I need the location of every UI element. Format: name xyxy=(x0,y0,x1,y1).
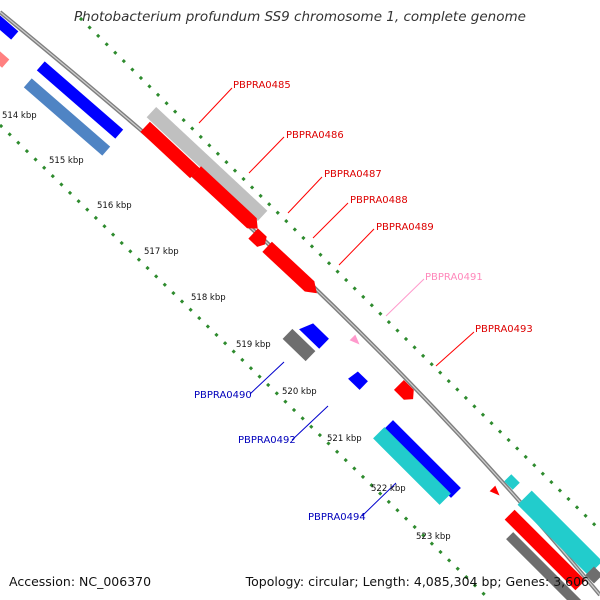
gene-feature[interactable] xyxy=(506,532,584,600)
gene-PBPRA0493[interactable] xyxy=(393,379,418,404)
tick-label: 520 kbp xyxy=(282,387,317,397)
gene-PBPRA0485[interactable] xyxy=(146,107,268,221)
callout-lines xyxy=(198,87,475,517)
gene-label-PBPRA0491[interactable]: PBPRA0491 xyxy=(425,272,483,283)
gene-label-PBPRA0489[interactable]: PBPRA0489 xyxy=(376,222,434,233)
gene-PBPRA0488[interactable] xyxy=(248,228,269,249)
tick-guides xyxy=(0,16,600,600)
tick-label: 522 kbp xyxy=(371,484,406,494)
gene-label-PBPRA0488[interactable]: PBPRA0488 xyxy=(350,195,408,206)
chromosome-backbone-highlight xyxy=(0,11,600,596)
outer-dotted-track xyxy=(78,16,600,532)
gene-feature[interactable] xyxy=(0,5,19,40)
gene-label-PBPRA0493[interactable]: PBPRA0493 xyxy=(475,324,533,335)
tick-label: 517 kbp xyxy=(144,247,179,257)
gene-feature[interactable] xyxy=(36,61,124,139)
tick-labels: 514 kbp 515 kbp 516 kbp 517 kbp 518 kbp … xyxy=(2,111,451,542)
gene-label-PBPRA0487[interactable]: PBPRA0487 xyxy=(324,169,382,180)
gene-PBPRA0489[interactable] xyxy=(262,241,321,299)
tick-label: 519 kbp xyxy=(236,340,271,350)
gene-PBPRA0491[interactable] xyxy=(349,334,363,348)
accession-text: Accession: NC_006370 xyxy=(9,574,152,589)
gene-feature[interactable] xyxy=(489,485,503,499)
gene-PBPRA0492[interactable] xyxy=(348,370,368,390)
tick-label: 515 kbp xyxy=(49,156,84,166)
gene-feature[interactable] xyxy=(504,509,586,591)
gene-PBPRA0494[interactable] xyxy=(373,427,451,505)
gene-feature[interactable] xyxy=(383,420,461,498)
gene-feature[interactable] xyxy=(585,566,600,584)
gene-feature[interactable] xyxy=(0,45,10,68)
topology-text: Topology: circular; Length: 4,085,304 bp… xyxy=(245,574,589,589)
chromosome-backbone xyxy=(0,10,600,597)
tick-label: 521 kbp xyxy=(327,434,362,444)
gene-feature[interactable] xyxy=(504,474,520,490)
gene-labels: PBPRA0485 PBPRA0486 PBPRA0487 PBPRA0488 … xyxy=(194,80,533,523)
gene-label-PBPRA0492[interactable]: PBPRA0492 xyxy=(238,435,296,446)
map-title: Photobacterium profundum SS9 chromosome … xyxy=(74,9,526,25)
gene-label-PBPRA0486[interactable]: PBPRA0486 xyxy=(286,130,344,141)
tick-label: 518 kbp xyxy=(191,293,226,303)
gene-feature[interactable] xyxy=(282,328,316,362)
gene-label-PBPRA0485[interactable]: PBPRA0485 xyxy=(233,80,291,91)
tick-label: 514 kbp xyxy=(2,111,37,121)
gene-PBPRA0490[interactable] xyxy=(299,319,329,349)
gene-feature[interactable] xyxy=(23,78,111,156)
gene-feature[interactable] xyxy=(517,490,600,576)
tick-label: 516 kbp xyxy=(97,201,132,211)
gene-PBPRA0486[interactable] xyxy=(140,121,200,179)
gene-label-PBPRA0490[interactable]: PBPRA0490 xyxy=(194,390,252,401)
gene-PBPRA0487[interactable] xyxy=(191,166,263,234)
tick-label: 523 kbp xyxy=(416,532,451,542)
gene-label-PBPRA0494[interactable]: PBPRA0494 xyxy=(308,512,366,523)
